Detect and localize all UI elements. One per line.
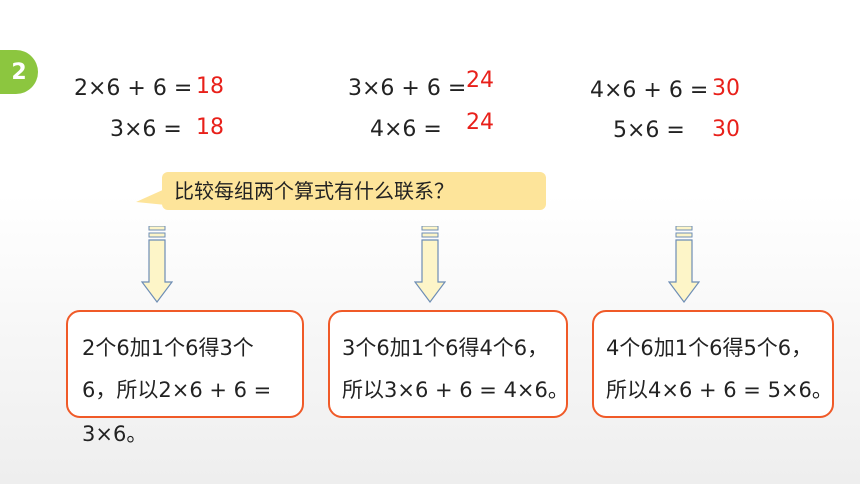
explanation-3-line1: 4个6加1个6得5个6，: [606, 336, 813, 360]
explanation-1-line3: 3×6。: [82, 422, 148, 446]
group3-equation2: 5×6 =: [613, 118, 685, 143]
down-arrow-icon: [668, 226, 700, 303]
group1-answer2: 18: [196, 115, 224, 140]
question-bubble: 比较每组两个算式有什么联系？: [162, 172, 546, 210]
explanation-1-line1: 2个6加1个6得3个: [82, 336, 254, 360]
group2-answer2: 24: [466, 110, 494, 135]
section-number-badge: 2: [0, 50, 38, 94]
group1-equation2: 3×6 =: [110, 117, 182, 142]
explanation-1-line2: 6，所以2×6 + 6 =: [82, 378, 272, 402]
explanation-2-line1: 3个6加1个6得4个6，: [342, 336, 549, 360]
group3-answer1: 30: [712, 76, 740, 101]
group1-equation1: 2×6 + 6 =: [74, 76, 193, 101]
down-arrow-icon: [141, 226, 173, 303]
group2-equation2: 4×6 =: [370, 117, 442, 142]
group2-equation1: 3×6 + 6 =: [348, 76, 467, 101]
group3-answer2: 30: [712, 117, 740, 142]
explanation-box-2: [328, 310, 568, 418]
down-arrow-icon: [414, 226, 446, 303]
group3-equation1: 4×6 + 6 =: [590, 78, 709, 103]
explanation-2-line2: 所以3×6 + 6 = 4×6。: [342, 378, 569, 402]
group1-answer1: 18: [196, 74, 224, 99]
explanation-box-3: [592, 310, 834, 418]
explanation-3-line2: 所以4×6 + 6 = 5×6。: [606, 378, 833, 402]
group2-answer1: 24: [466, 68, 494, 93]
question-text: 比较每组两个算式有什么联系？: [174, 179, 454, 203]
explanation-box-1: [66, 310, 304, 418]
